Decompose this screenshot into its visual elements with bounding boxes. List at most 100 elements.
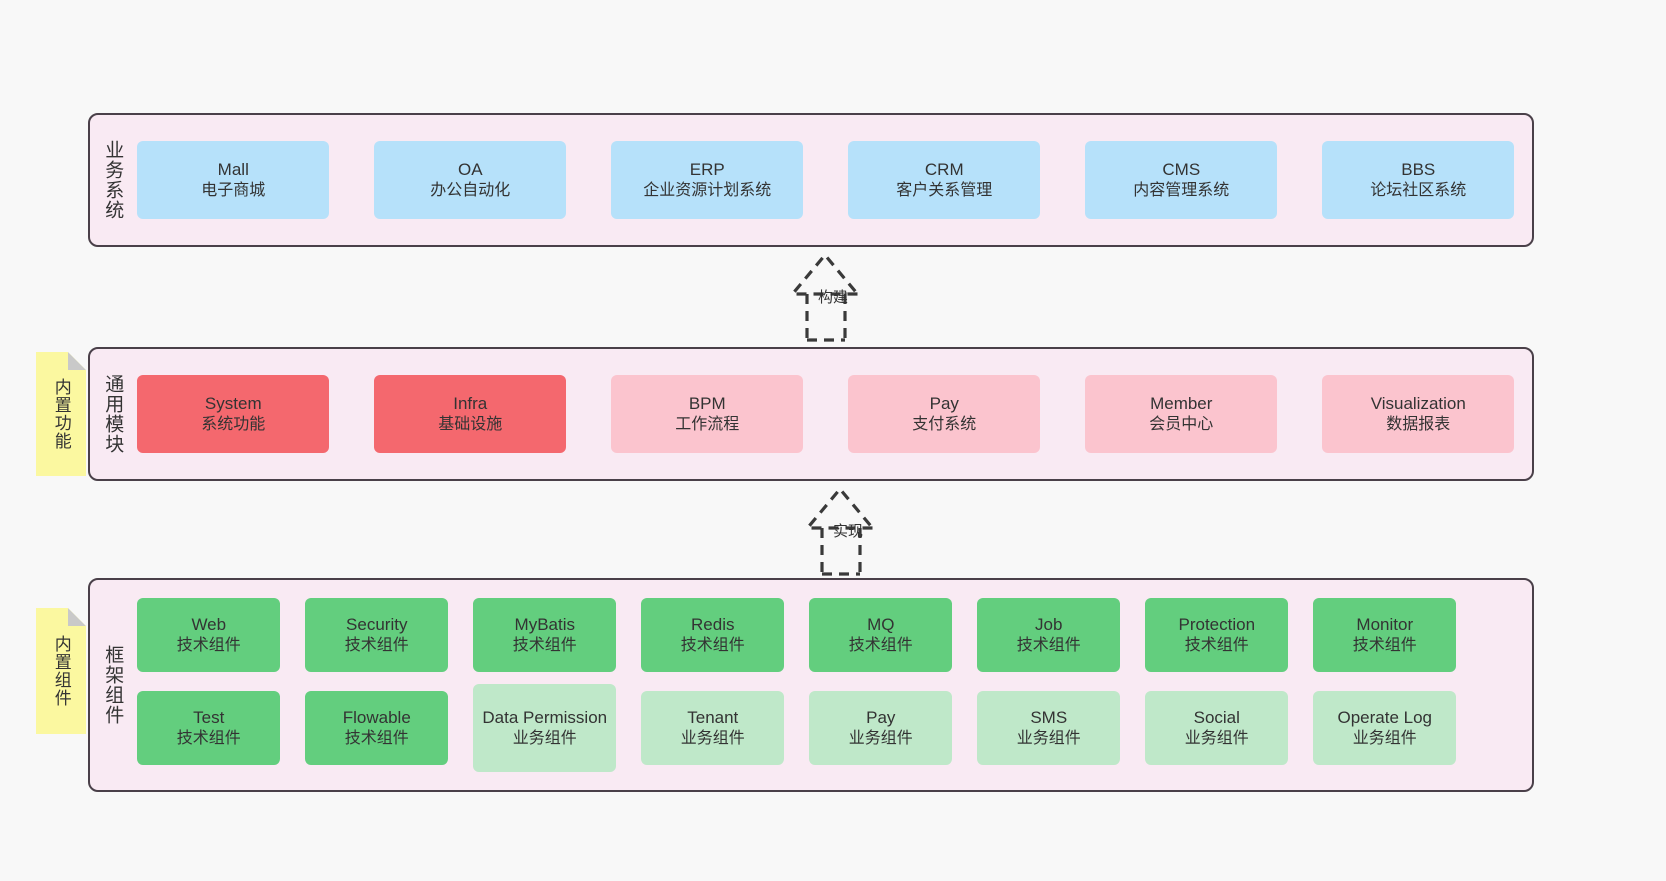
node-subtitle: 技术组件 bbox=[848, 636, 913, 654]
node-protection[interactable]: Protection 技术组件 bbox=[1145, 598, 1289, 672]
node-title: BPM bbox=[688, 393, 726, 413]
node-pay[interactable]: Pay 业务组件 bbox=[809, 691, 953, 765]
node-title: CMS bbox=[1162, 159, 1201, 179]
node-subtitle: 业务组件 bbox=[1352, 729, 1417, 747]
node-bpm[interactable]: BPM 工作流程 bbox=[611, 375, 804, 453]
note-builtin-function-label: 内置功能 bbox=[51, 378, 71, 450]
node-security[interactable]: Security 技术组件 bbox=[305, 598, 449, 672]
note-builtin-function: 内置功能 bbox=[36, 352, 86, 476]
node-subtitle: 客户关系管理 bbox=[896, 181, 993, 199]
node-subtitle: 业务组件 bbox=[512, 729, 577, 747]
node-mall[interactable]: Mall 电子商城 bbox=[137, 141, 330, 219]
node-subtitle: 业务组件 bbox=[848, 729, 913, 747]
node-subtitle: 技术组件 bbox=[512, 636, 577, 654]
node-title: Member bbox=[1150, 393, 1213, 413]
node-cms[interactable]: CMS 内容管理系统 bbox=[1085, 141, 1278, 219]
node-subtitle: 数据报表 bbox=[1386, 415, 1451, 433]
node-title: Visualization bbox=[1370, 393, 1466, 413]
node-subtitle: 技术组件 bbox=[1184, 636, 1249, 654]
relation-build-label: 构建 bbox=[818, 289, 849, 306]
node-mq[interactable]: MQ 技术组件 bbox=[809, 598, 953, 672]
node-title: Tenant bbox=[687, 707, 739, 727]
node-title: Social bbox=[1193, 707, 1240, 727]
node-title: Pay bbox=[929, 393, 959, 413]
node-sms[interactable]: SMS 业务组件 bbox=[977, 691, 1121, 765]
node-mybatis[interactable]: MyBatis 技术组件 bbox=[473, 598, 617, 672]
note-builtin-component-label: 内置组件 bbox=[51, 635, 71, 707]
node-subtitle: 业务组件 bbox=[1184, 729, 1249, 747]
node-title: Web bbox=[191, 614, 227, 634]
node-title: Pay bbox=[866, 707, 896, 727]
layer-title-module: 通用模块 bbox=[102, 374, 124, 454]
node-tenant[interactable]: Tenant 业务组件 bbox=[641, 691, 785, 765]
layer-title-framework: 框架组件 bbox=[102, 645, 124, 725]
node-title: SMS bbox=[1030, 707, 1068, 727]
note-builtin-component: 内置组件 bbox=[36, 608, 86, 734]
node-title: Mall bbox=[217, 159, 249, 179]
node-redis[interactable]: Redis 技术组件 bbox=[641, 598, 785, 672]
node-subtitle: 基础设施 bbox=[438, 415, 503, 433]
node-infra[interactable]: Infra 基础设施 bbox=[374, 375, 567, 453]
node-test[interactable]: Test 技术组件 bbox=[137, 691, 281, 765]
node-pay[interactable]: Pay 支付系统 bbox=[848, 375, 1041, 453]
node-title: Protection bbox=[1178, 614, 1256, 634]
node-title: ERP bbox=[689, 159, 725, 179]
relation-implement-label: 实现 bbox=[833, 523, 864, 540]
node-title: CRM bbox=[924, 159, 964, 179]
node-title: Data Permission bbox=[482, 707, 608, 727]
node-title: MQ bbox=[867, 614, 895, 634]
node-subtitle: 业务组件 bbox=[680, 729, 745, 747]
node-operate-log[interactable]: Operate Log 业务组件 bbox=[1313, 691, 1457, 765]
node-title: Operate Log bbox=[1337, 707, 1433, 727]
node-crm[interactable]: CRM 客户关系管理 bbox=[848, 141, 1041, 219]
node-subtitle: 业务组件 bbox=[1016, 729, 1081, 747]
node-subtitle: 技术组件 bbox=[680, 636, 745, 654]
node-title: OA bbox=[457, 159, 483, 179]
node-job[interactable]: Job 技术组件 bbox=[977, 598, 1121, 672]
node-subtitle: 电子商城 bbox=[201, 181, 266, 199]
node-subtitle: 论坛社区系统 bbox=[1370, 181, 1467, 199]
node-subtitle: 工作流程 bbox=[675, 415, 740, 433]
node-title: Security bbox=[346, 614, 408, 634]
node-subtitle: 支付系统 bbox=[912, 415, 977, 433]
node-oa[interactable]: OA 办公自动化 bbox=[374, 141, 567, 219]
node-bbs[interactable]: BBS 论坛社区系统 bbox=[1322, 141, 1515, 219]
layer-title-business: 业务系统 bbox=[102, 140, 124, 220]
node-social[interactable]: Social 业务组件 bbox=[1145, 691, 1289, 765]
node-title: Infra bbox=[453, 393, 488, 413]
node-subtitle: 技术组件 bbox=[176, 636, 241, 654]
node-member[interactable]: Member 会员中心 bbox=[1085, 375, 1278, 453]
note-fold-icon bbox=[68, 352, 86, 370]
node-title: MyBatis bbox=[514, 614, 575, 634]
node-visualization[interactable]: Visualization 数据报表 bbox=[1322, 375, 1515, 453]
node-title: BBS bbox=[1401, 159, 1436, 179]
node-subtitle: 技术组件 bbox=[344, 729, 409, 747]
node-subtitle: 技术组件 bbox=[176, 729, 241, 747]
node-title: Redis bbox=[691, 614, 735, 634]
node-subtitle: 会员中心 bbox=[1149, 415, 1214, 433]
node-title: Test bbox=[193, 707, 225, 727]
note-fold-icon bbox=[68, 608, 86, 626]
node-data-permission[interactable]: Data Permission 业务组件 bbox=[473, 684, 617, 772]
node-flowable[interactable]: Flowable 技术组件 bbox=[305, 691, 449, 765]
node-subtitle: 技术组件 bbox=[1016, 636, 1081, 654]
node-subtitle: 内容管理系统 bbox=[1133, 181, 1230, 199]
node-subtitle: 技术组件 bbox=[1352, 636, 1417, 654]
node-title: Flowable bbox=[342, 707, 411, 727]
node-subtitle: 办公自动化 bbox=[430, 181, 511, 199]
node-subtitle: 技术组件 bbox=[344, 636, 409, 654]
node-web[interactable]: Web 技术组件 bbox=[137, 598, 281, 672]
node-title: Job bbox=[1035, 614, 1063, 634]
